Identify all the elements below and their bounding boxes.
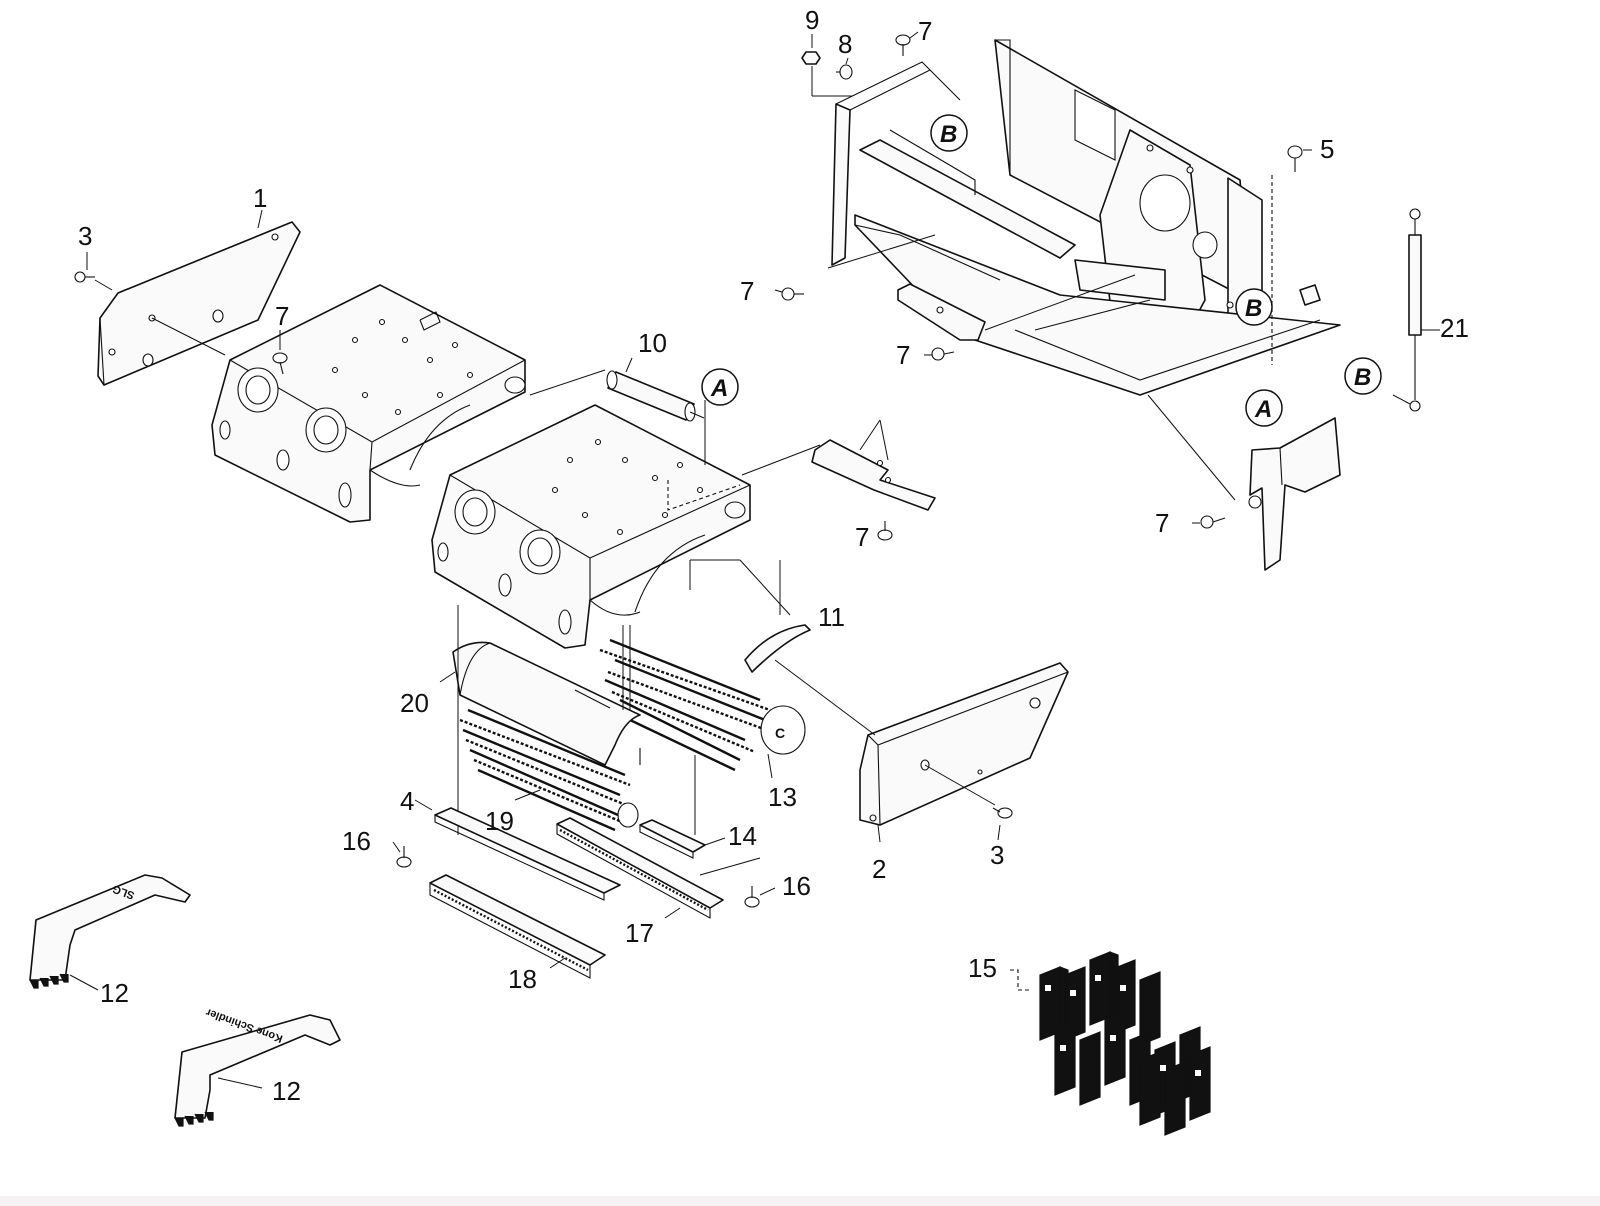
callout-7-bracket-right: 7: [1155, 508, 1169, 538]
mounting-bar: [639, 819, 726, 859]
lower-strip-plate: [414, 799, 621, 901]
svg-text:A: A: [710, 375, 728, 402]
callout-13: 13: [768, 782, 797, 812]
callout-21: 21: [1440, 313, 1469, 343]
callout-5: 5: [1320, 134, 1334, 164]
callout-12-bottom: 12: [272, 1076, 301, 1106]
housing-front: [431, 400, 821, 649]
screw-9: [801, 34, 821, 65]
bracket-plate-right: [1248, 417, 1341, 571]
ref-mark-b1: B: [930, 114, 968, 152]
callout-8: 8: [838, 29, 852, 59]
side-plate-left: [97, 209, 301, 386]
screw-16-left: [392, 841, 412, 868]
brush-cover: [689, 559, 811, 673]
ref-mark-b2: B: [1235, 288, 1273, 326]
callout-3-right: 3: [990, 840, 1004, 870]
screw-7-frame-middle: [924, 347, 955, 361]
screw-7-housing-rear: [272, 330, 288, 375]
callout-2: 2: [872, 854, 886, 884]
brush-strip-17: [556, 817, 761, 919]
decal-tool-top: SLG: [29, 874, 191, 991]
screw-7-bracket-right: [1192, 515, 1226, 529]
callout-20: 20: [400, 688, 429, 718]
screw-3-right: [992, 807, 1013, 841]
ref-mark-a2: A: [1245, 389, 1283, 427]
callout-7-frame-left: 7: [740, 276, 754, 306]
svg-text:C: C: [775, 725, 785, 741]
callout-3-left: 3: [78, 221, 92, 251]
housing-rear: [211, 284, 526, 523]
screw-16-right: [744, 886, 776, 908]
frame-assembly: [827, 39, 1341, 501]
callout-7-housing: 7: [275, 301, 289, 331]
screw-7-bracket: [877, 521, 893, 541]
screw-7-frame-left: [774, 287, 804, 301]
callout-17: 17: [625, 918, 654, 948]
screw-5: [1287, 145, 1312, 172]
callout-7-bracket: 7: [855, 522, 869, 552]
decal-tool-bottom: Kone Schindler: [174, 1006, 341, 1127]
footer-band: [0, 1196, 1600, 1206]
callout-4: 4: [400, 786, 414, 816]
svg-text:B: B: [1354, 364, 1371, 391]
ref-mark-a1: A: [701, 368, 739, 406]
mounting-bracket: [811, 419, 936, 511]
brush-strip-18: [429, 874, 606, 979]
callout-7-frame-middle: 7: [896, 340, 910, 370]
callout-1: 1: [253, 183, 267, 213]
svg-text:B: B: [940, 121, 957, 148]
ref-mark-b3: B: [1344, 357, 1382, 395]
callout-16-right: 16: [782, 871, 811, 901]
callout-7-top: 7: [918, 16, 932, 46]
side-plate-right: [774, 659, 1069, 843]
brush-roll-rear: C: [599, 638, 806, 779]
svg-text:A: A: [1254, 396, 1272, 423]
front-cover-shell: [439, 641, 641, 766]
callout-14: 14: [728, 821, 757, 851]
brush-roll-front: [459, 708, 639, 832]
callout-16-left: 16: [342, 826, 371, 856]
svg-text:B: B: [1245, 295, 1262, 322]
callout-10: 10: [638, 328, 667, 358]
screw-7-frame-top: [895, 31, 919, 56]
callout-15: 15: [968, 953, 997, 983]
comb-segments: [1010, 951, 1211, 1136]
callout-11: 11: [818, 602, 845, 632]
screw-8: [811, 57, 853, 97]
screw-3-left: [74, 252, 113, 291]
shaft: [529, 357, 705, 422]
callout-18: 18: [508, 964, 537, 994]
callout-19: 19: [485, 806, 514, 836]
gas-spring: [1392, 208, 1440, 412]
callout-12-top: 12: [100, 978, 129, 1008]
callout-9: 9: [805, 5, 819, 35]
